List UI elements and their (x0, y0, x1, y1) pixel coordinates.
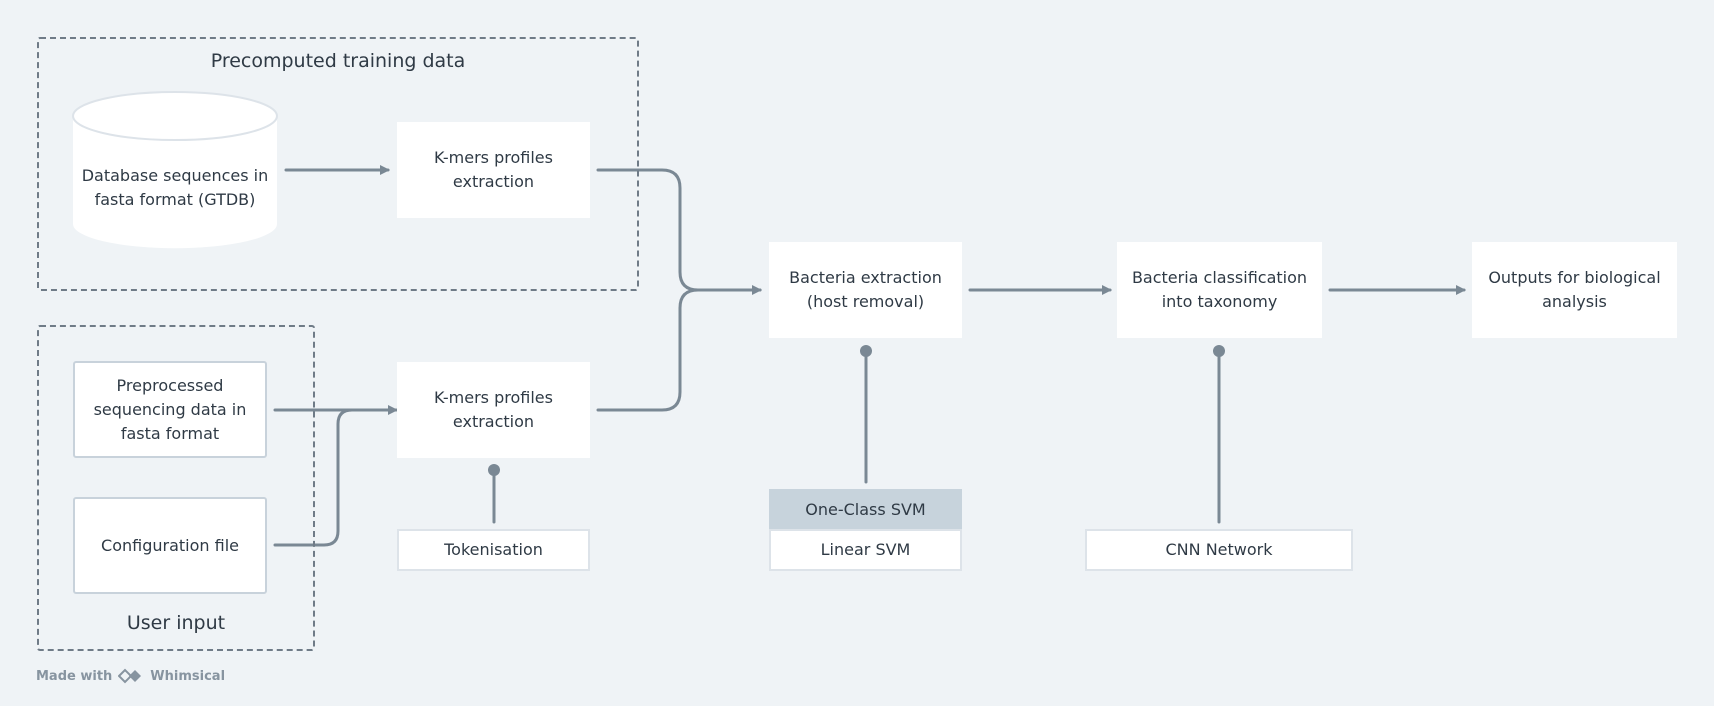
configuration-file-node[interactable]: Configuration file (73, 497, 267, 594)
user-input-title: User input (126, 612, 226, 634)
linear-svm-node[interactable]: Linear SVM (769, 529, 962, 571)
one-class-svm-node[interactable]: One-Class SVM (769, 489, 962, 531)
tokenisation-node[interactable]: Tokenisation (397, 529, 590, 571)
precomputed-training-title: Precomputed training data (210, 50, 466, 72)
connector-config-to-kmers (273, 408, 398, 547)
precomputed-training-group (37, 37, 639, 291)
connector-dot-cnn (1213, 345, 1225, 357)
made-with-footer: Made with Whimsical (36, 668, 225, 684)
bacteria-classification-node[interactable]: Bacteria classification into taxonomy (1117, 242, 1322, 338)
kmers-extraction-bottom-node[interactable]: K-mers profiles extraction (397, 362, 590, 458)
database-cylinder-shape (72, 91, 278, 249)
kmers-extraction-top-node[interactable]: K-mers profiles extraction (397, 122, 590, 218)
connector-dot-svm (860, 345, 872, 357)
bacteria-extraction-node[interactable]: Bacteria extraction (host removal) (769, 242, 962, 338)
connector-kmers-top-to-extraction (596, 168, 762, 295)
made-with-label: Made with (36, 668, 113, 684)
database-node[interactable]: Database sequences in fasta format (GTDB… (81, 166, 269, 209)
user-input-group (37, 325, 315, 651)
preprocessed-data-node[interactable]: Preprocessed sequencing data in fasta fo… (73, 361, 267, 458)
connector-kmers-bottom-to-extraction (596, 288, 762, 412)
whimsical-brand-label: Whimsical (150, 668, 226, 684)
whimsical-logo-icon (118, 668, 142, 684)
cnn-network-node[interactable]: CNN Network (1085, 529, 1353, 571)
connector-dot-tokenisation (488, 464, 500, 476)
outputs-node[interactable]: Outputs for biological analysis (1472, 242, 1677, 338)
